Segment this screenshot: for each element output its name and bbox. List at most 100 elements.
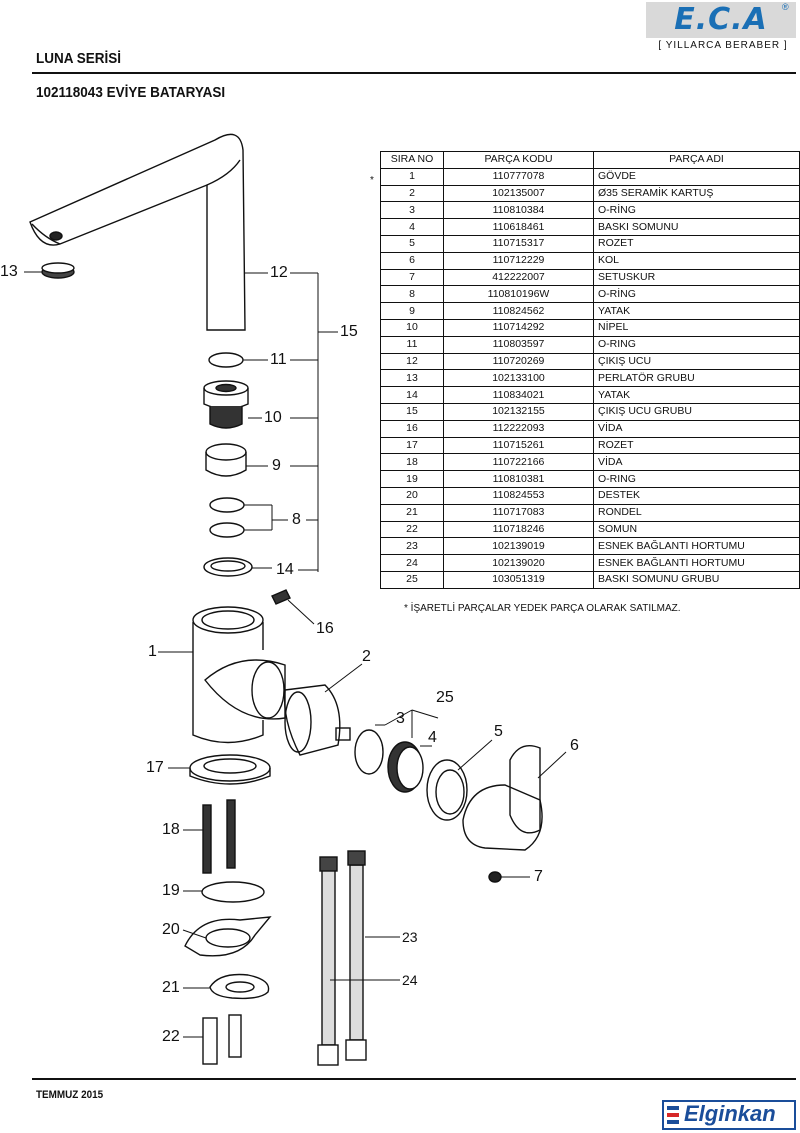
header-divider xyxy=(32,72,796,74)
row-number: 7 xyxy=(380,268,444,287)
part-code: 110717083 xyxy=(443,503,594,522)
hose-24 xyxy=(321,869,336,1046)
elginkan-logo: Elginkan xyxy=(684,1101,776,1126)
part-code: 102135007 xyxy=(443,184,594,203)
row-number: 24 xyxy=(380,554,444,572)
part-code: 110810381 xyxy=(443,470,594,488)
part-name: RONDEL xyxy=(593,503,800,522)
callout-2: 2 xyxy=(362,648,371,665)
hose-23 xyxy=(349,864,364,1041)
part-name: O-RİNG xyxy=(593,285,800,304)
part-name: O-RING xyxy=(593,470,800,488)
callout-19: 19 xyxy=(162,882,180,899)
row-number: 4 xyxy=(380,218,444,236)
part-name: VİDA xyxy=(593,453,800,472)
callout-17: 17 xyxy=(146,759,164,776)
row-number: 25 xyxy=(380,570,444,589)
row-number: 15 xyxy=(380,402,444,421)
part-name: KOL xyxy=(593,251,800,270)
part-name: DESTEK xyxy=(593,486,800,505)
part-name: ÇIKIŞ UCU GRUBU xyxy=(593,402,800,421)
part-name: ESNEK BAĞLANTI HORTUMU xyxy=(593,537,800,556)
o-ring-8a xyxy=(209,497,245,513)
body-part xyxy=(192,622,264,744)
part-name: SOMUN xyxy=(593,520,800,539)
registered-mark: ® xyxy=(782,2,789,12)
eca-logo-background xyxy=(646,2,796,38)
set-screw xyxy=(488,871,502,883)
row-number: 19 xyxy=(380,470,444,488)
part-code: 102133100 xyxy=(443,369,594,388)
part-code: 110810384 xyxy=(443,201,594,220)
callout-9: 9 xyxy=(272,457,281,474)
part-name: BASKI SOMUNU xyxy=(593,218,800,236)
document-date: TEMMUZ 2015 xyxy=(36,1089,104,1101)
column-header: PARÇA KODU xyxy=(443,151,594,169)
part-code: 110712229 xyxy=(443,251,594,270)
row-number: 22 xyxy=(380,520,444,539)
eca-logo: E.C.A xyxy=(674,2,768,37)
callout-8: 8 xyxy=(292,511,301,528)
part-name: YATAK xyxy=(593,386,800,404)
nut-a xyxy=(202,1017,218,1065)
callout-15: 15 xyxy=(340,323,358,340)
callout-22: 22 xyxy=(162,1028,180,1045)
row-number: 17 xyxy=(380,436,444,455)
part-name: ÇIKIŞ UCU xyxy=(593,352,800,371)
part-name: VİDA xyxy=(593,419,800,438)
nut-b xyxy=(228,1014,242,1058)
row-number: 1 xyxy=(380,167,444,186)
callout-23: 23 xyxy=(402,929,418,945)
row-number: 6 xyxy=(380,251,444,270)
part-code: 110618461 xyxy=(443,218,594,236)
handle-part xyxy=(462,784,543,851)
part-code: 110714292 xyxy=(443,318,594,337)
row-number: 8 xyxy=(380,285,444,304)
callout-21: 21 xyxy=(162,979,180,996)
elginkan-mark-icon xyxy=(667,1106,679,1124)
threaded-rod-b xyxy=(226,799,236,869)
support-part xyxy=(184,916,272,957)
cartridge-part xyxy=(283,684,341,756)
part-code: 102139020 xyxy=(443,554,594,572)
row-number: 2 xyxy=(380,184,444,203)
marked-bullet: * xyxy=(370,175,374,186)
slogan: [ YILLARCA BERABER ] xyxy=(658,40,788,51)
part-code: 110715261 xyxy=(443,436,594,455)
part-name: ESNEK BAĞLANTI HORTUMU xyxy=(593,554,800,572)
row-number: 20 xyxy=(380,486,444,505)
part-code: 103051319 xyxy=(443,570,594,589)
callout-18: 18 xyxy=(162,821,180,838)
callout-12: 12 xyxy=(270,264,288,281)
row-number: 14 xyxy=(380,386,444,404)
row-number: 23 xyxy=(380,537,444,556)
part-name: ROZET xyxy=(593,234,800,253)
o-ring-3 xyxy=(354,729,384,775)
row-number: 5 xyxy=(380,234,444,253)
row-number: 18 xyxy=(380,453,444,472)
part-code: 112222093 xyxy=(443,419,594,438)
part-name: ROZET xyxy=(593,436,800,455)
callout-7: 7 xyxy=(534,868,543,885)
part-code: 110720269 xyxy=(443,352,594,371)
elginkan-logo-frame xyxy=(662,1100,796,1130)
part-code: 102132155 xyxy=(443,402,594,421)
part-code: 110824553 xyxy=(443,486,594,505)
row-number: 12 xyxy=(380,352,444,371)
product-title: 102118043 EVİYE BATARYASI xyxy=(36,84,226,101)
washer-part xyxy=(209,973,270,1000)
